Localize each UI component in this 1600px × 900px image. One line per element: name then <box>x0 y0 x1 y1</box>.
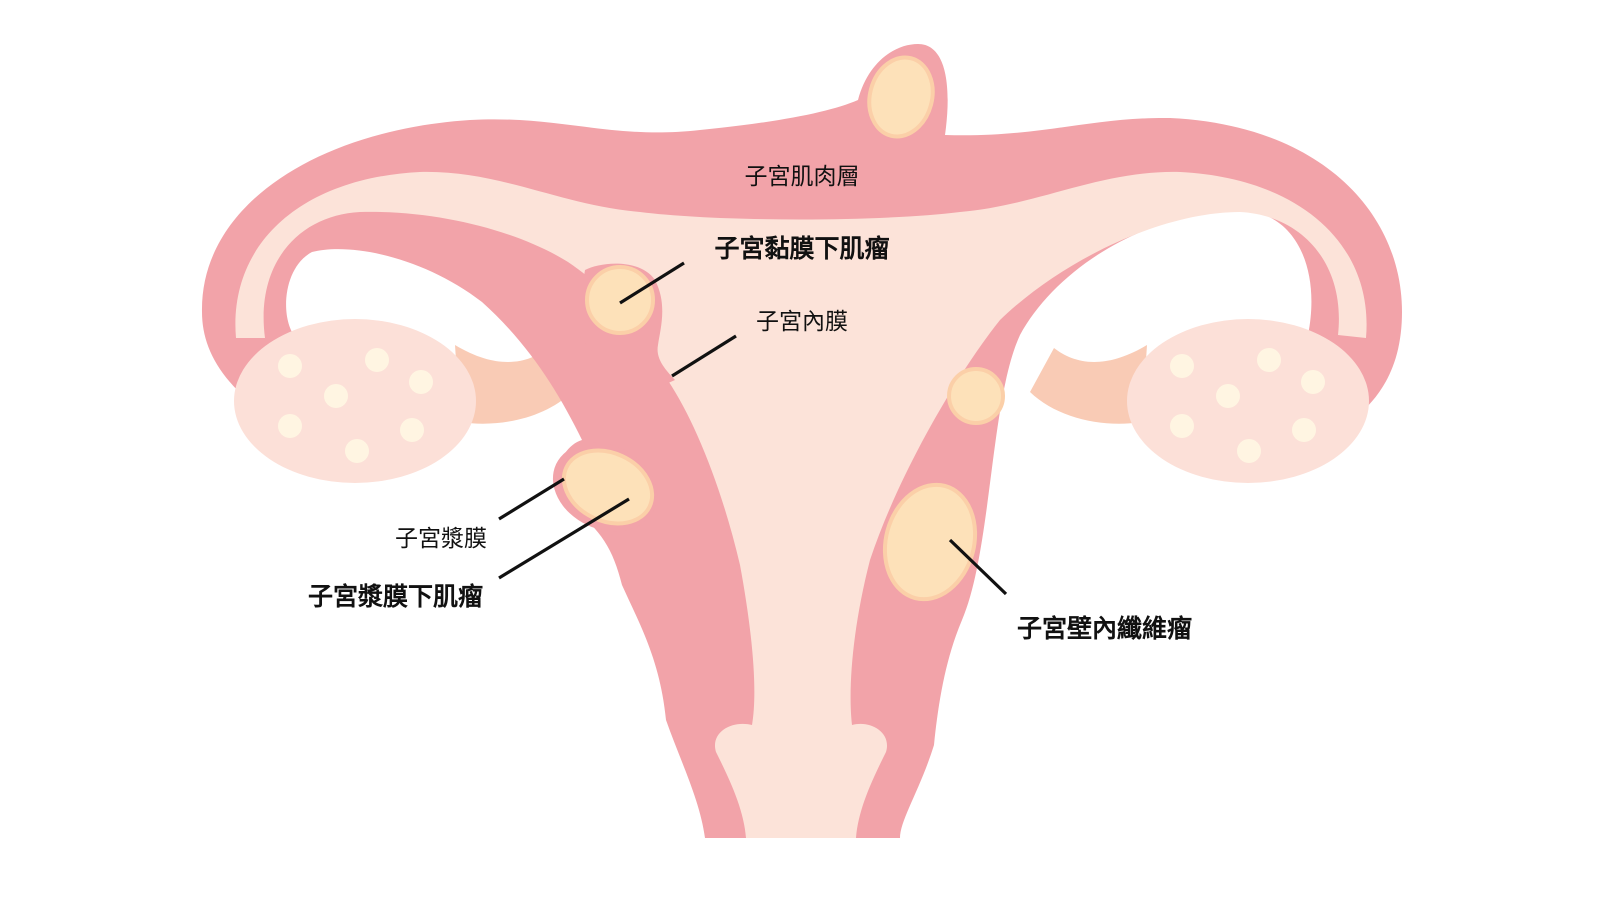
fundal-fibroid <box>867 55 935 139</box>
leader-intramural <box>948 538 1008 596</box>
subserosal-fibroid <box>561 448 655 526</box>
right-ovarian-ligament <box>1030 345 1147 424</box>
endometrium-cavity <box>235 171 1367 838</box>
right-ovary <box>1127 319 1369 483</box>
label-subserosal-fibroid: 子宮漿膜下肌瘤 <box>308 582 483 611</box>
submucosal-fibroid <box>585 265 655 335</box>
leader-submucosal <box>619 261 685 305</box>
left-ovary <box>234 319 476 483</box>
intramural-fibroid <box>882 482 978 602</box>
label-myometrium: 子宮肌肉層 <box>745 164 860 190</box>
label-submucosal-fibroid: 子宮黏膜下肌瘤 <box>714 234 889 263</box>
label-endometrium: 子宮內膜 <box>756 309 848 335</box>
label-serosa: 子宮漿膜 <box>395 526 487 552</box>
leader-subserosal <box>498 497 630 580</box>
label-intramural-fibroid: 子宮壁內纖維瘤 <box>1017 614 1192 643</box>
small-intramural-fibroid <box>947 367 1005 425</box>
leader-endometrium <box>671 334 737 378</box>
leader-serosa <box>498 477 565 521</box>
